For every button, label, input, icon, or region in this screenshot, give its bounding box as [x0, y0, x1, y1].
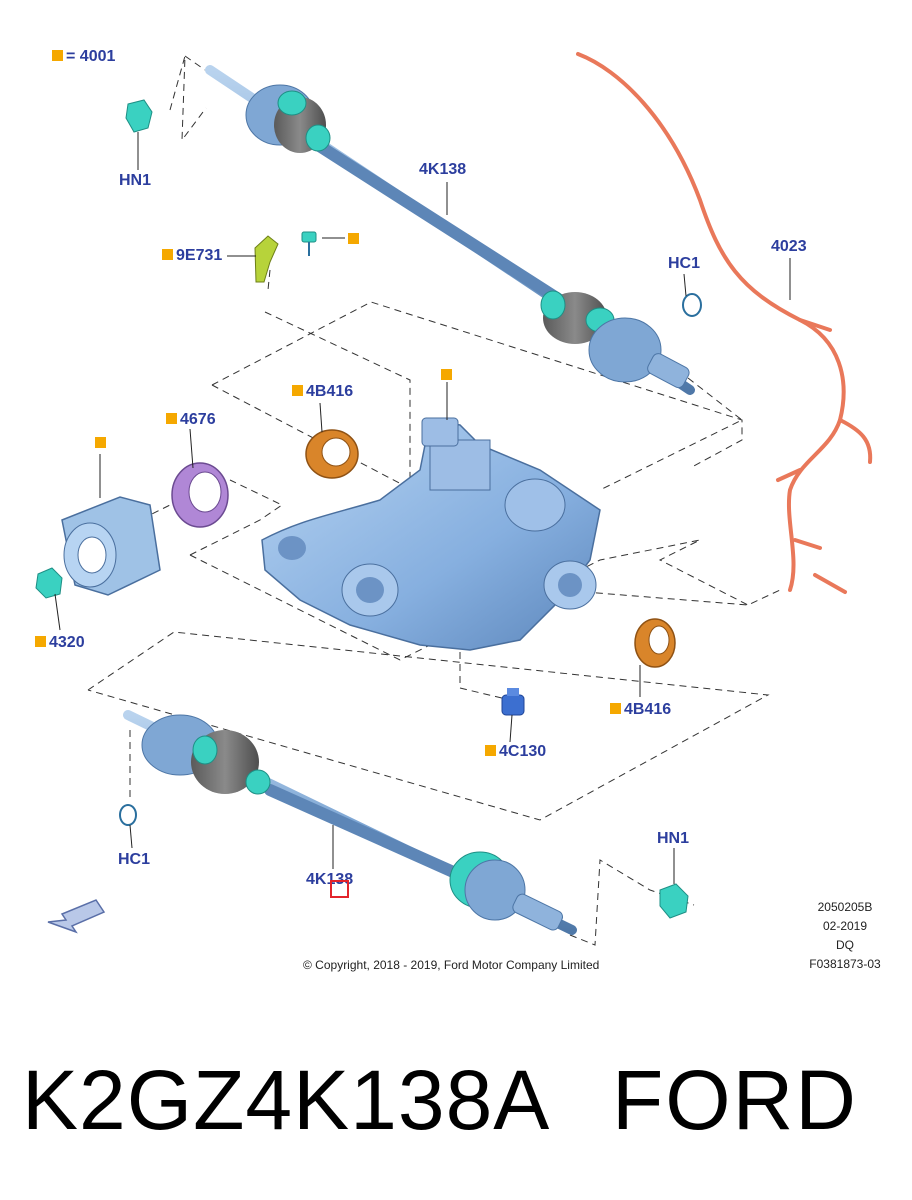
callout-4c130-label: 4C130	[499, 743, 547, 760]
meta-variant: DQ	[836, 938, 854, 952]
callout-hn1-bottom: HN1	[657, 830, 690, 847]
marker-square-icon	[348, 233, 359, 244]
speed-sensor	[254, 235, 279, 283]
callout-4b416-right: 4B416	[610, 701, 671, 719]
sensor-bolt	[301, 231, 317, 256]
marker-square-icon	[485, 745, 496, 757]
callout-4b416-right-label: 4B416	[624, 701, 672, 718]
left-oil-seal	[305, 429, 359, 479]
nut-bottom	[659, 883, 689, 919]
marker-square-icon	[162, 249, 173, 261]
callout-4k138-top: 4K138	[419, 161, 467, 178]
mount-bushing	[61, 496, 161, 596]
meta-code: 2050205B	[817, 900, 873, 914]
marker-square-icon	[52, 50, 63, 62]
callout-4320: 4320	[35, 634, 85, 652]
callout-9e731-label: 9E731	[176, 247, 223, 264]
marker-square-icon	[441, 369, 452, 380]
lower-halfshaft	[123, 710, 577, 935]
legend-text: = 4001	[66, 48, 116, 65]
marker-square-icon	[95, 437, 106, 448]
wiring-harness	[576, 52, 873, 594]
nut-bushing	[35, 567, 63, 599]
callout-4b416-left: 4B416	[292, 383, 353, 401]
orientation-arrow-icon	[47, 899, 106, 934]
callout-4320-label: 4320	[49, 634, 85, 651]
callout-9e731: 9E731	[162, 247, 222, 265]
brand-name: FORD	[612, 1053, 858, 1147]
callout-4c130: 4C130	[485, 743, 546, 761]
marker-square-icon	[35, 636, 46, 648]
upper-halfshaft	[205, 65, 695, 395]
cover-seal	[171, 462, 229, 528]
clip-top	[682, 293, 702, 317]
illustration-meta: 2050205B 02-2019 DQ F0381873-03	[800, 898, 890, 974]
callout-4b416-left-label: 4B416	[306, 383, 354, 400]
vent-plug	[501, 688, 525, 716]
highlight-box	[330, 880, 349, 898]
housing-bracket	[421, 417, 459, 447]
copyright-notice: © Copyright, 2018 - 2019, Ford Motor Com…	[303, 958, 600, 972]
marker-square-icon	[166, 413, 177, 425]
callout-4676-label: 4676	[180, 411, 216, 428]
clip-bottom	[119, 804, 137, 826]
marker-square-icon	[610, 703, 621, 715]
callout-4676: 4676	[166, 411, 216, 429]
marker-square-icon	[292, 385, 303, 397]
callout-hn1-top: HN1	[119, 172, 152, 189]
callout-4023: 4023	[771, 238, 807, 255]
leader-lines	[54, 132, 791, 884]
rear-differential-housing	[261, 419, 601, 651]
callout-hc1-bottom: HC1	[118, 851, 151, 868]
exploded-parts-diagram	[35, 52, 873, 946]
callout-4k138-bottom: 4K138	[306, 871, 354, 888]
right-oil-seal	[634, 618, 676, 668]
nut-top	[125, 99, 153, 133]
part-number: K2GZ4K138A	[22, 1053, 551, 1147]
legend: = 4001	[52, 48, 115, 66]
callout-hc1-top: HC1	[668, 255, 701, 272]
meta-figure: F0381873-03	[809, 957, 881, 971]
meta-date: 02-2019	[822, 919, 868, 933]
